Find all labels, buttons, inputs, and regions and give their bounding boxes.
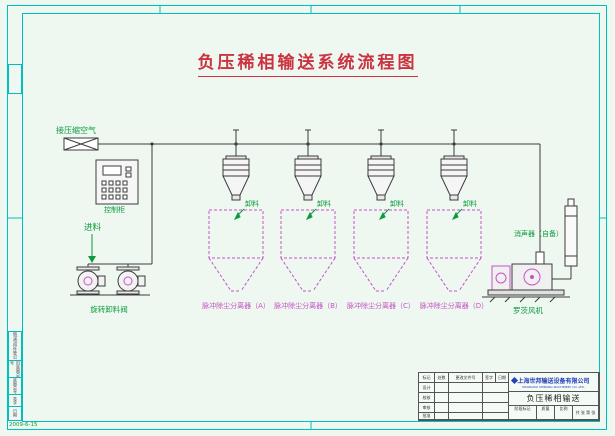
tb-row-check: 校核 [419,393,435,403]
rotary-valve-label: 旋转卸料阀 [90,305,128,314]
tb-empty-cell [483,403,509,413]
separator-name-c: 脉冲除尘分离器（C） [347,302,415,310]
tb-header-sign: 签字 [483,373,496,383]
tb-empty-cell [435,413,449,420]
title-row: 负压稀相输送系统流程图 [0,48,615,77]
piping [87,129,572,280]
drawing-date: 2009-6-15 [9,422,38,428]
frame-zone-box [8,64,22,94]
archive-row: 日期 [13,408,18,417]
air-inlet-label: 接压缩空气 [56,126,96,135]
control-cabinet-label: 控制柜 [104,206,125,214]
tb-empty-cell [435,383,449,393]
archive-row: 借(通)用件登记 [9,332,21,361]
discharge-label-d: 卸料 [463,200,477,208]
title-block: 标记 处数 更改文件号 签字 日期 设计 校核 审核 批准 上海世邦输送设备有限… [418,372,600,421]
rotary-valve-1 [76,266,106,295]
tb-empty-cell [483,393,509,403]
tb-empty-cell [449,403,483,413]
weight-cell: 质量 [537,406,555,420]
drawing-name: 负压稀相输送 [526,394,581,403]
archive-row: 底图总号 [9,378,21,395]
frame-tick-marks [8,6,606,429]
tb-empty-cell [449,413,483,420]
drawing-frame-outer [7,5,607,430]
discharge-label-b: 卸料 [317,200,331,208]
roots-blower [482,251,570,303]
tb-header-date: 日期 [496,373,509,383]
tb-header-count: 处数 [435,373,449,383]
drawing-name-cell: 负压稀相输送 [509,392,599,406]
discharge-label-a: 卸料 [245,200,259,208]
sheet-info-cell: 共 张 第 张 [573,406,599,420]
separator-name-b: 脉冲除尘分离器（B） [274,302,342,310]
tb-empty-cell [435,393,449,403]
scale-cell: 比例 [555,406,573,420]
hopper-outlines [208,209,482,292]
control-cabinet [95,159,139,205]
rotary-valve-2 [116,266,146,295]
roots-blower-label: 罗茨风机 [513,306,543,315]
company-name: 上海世邦输送设备有限公司 [517,377,590,385]
cyclone-separator-c [367,155,395,201]
feed-label: 进料 [84,223,102,233]
tb-header-mark: 标记 [419,373,435,383]
separator-name-d: 脉冲除尘分离器（D） [419,302,489,310]
company-name-en: SHANGHAI SHIBANG MACHINERY CO.,LTD. [522,384,585,389]
archive-strip: 借(通)用件登记 旧底图总号 底图总号 签字 日期 [8,331,22,421]
tb-empty-cell [449,393,483,403]
tb-empty-cell [449,383,483,393]
silencer-label: 消声器（自备） [514,230,563,238]
air-filter [63,137,99,151]
tb-row-design: 设计 [419,383,435,393]
discharge-label-c: 卸料 [390,200,404,208]
tb-empty-cell [483,413,509,420]
tb-row-approve: 批准 [419,413,435,420]
company-cell: 上海世邦输送设备有限公司 SHANGHAI SHIBANG MACHINERY … [509,373,599,392]
tb-empty-cell [435,403,449,413]
discharge-arrows [233,208,463,220]
tb-empty-cell [483,383,509,393]
pipe-junction-dots [150,142,456,146]
cyclone-separator-d [440,155,468,201]
archive-row: 签字 [9,395,21,407]
drawing-title: 负压稀相输送系统流程图 [197,48,418,77]
cyclone-separator-a [222,155,250,201]
separator-name-a: 脉冲除尘分离器（A） [202,302,270,310]
feed-arrow [88,234,96,263]
tb-row-audit: 审核 [419,403,435,413]
archive-row: 旧底图总号 [9,361,21,378]
silencer [564,198,578,267]
stage-mark-cell: 阶段标记 [509,406,537,420]
cyclone-separator-b [294,155,322,201]
tb-header-docno: 更改文件号 [449,373,483,383]
